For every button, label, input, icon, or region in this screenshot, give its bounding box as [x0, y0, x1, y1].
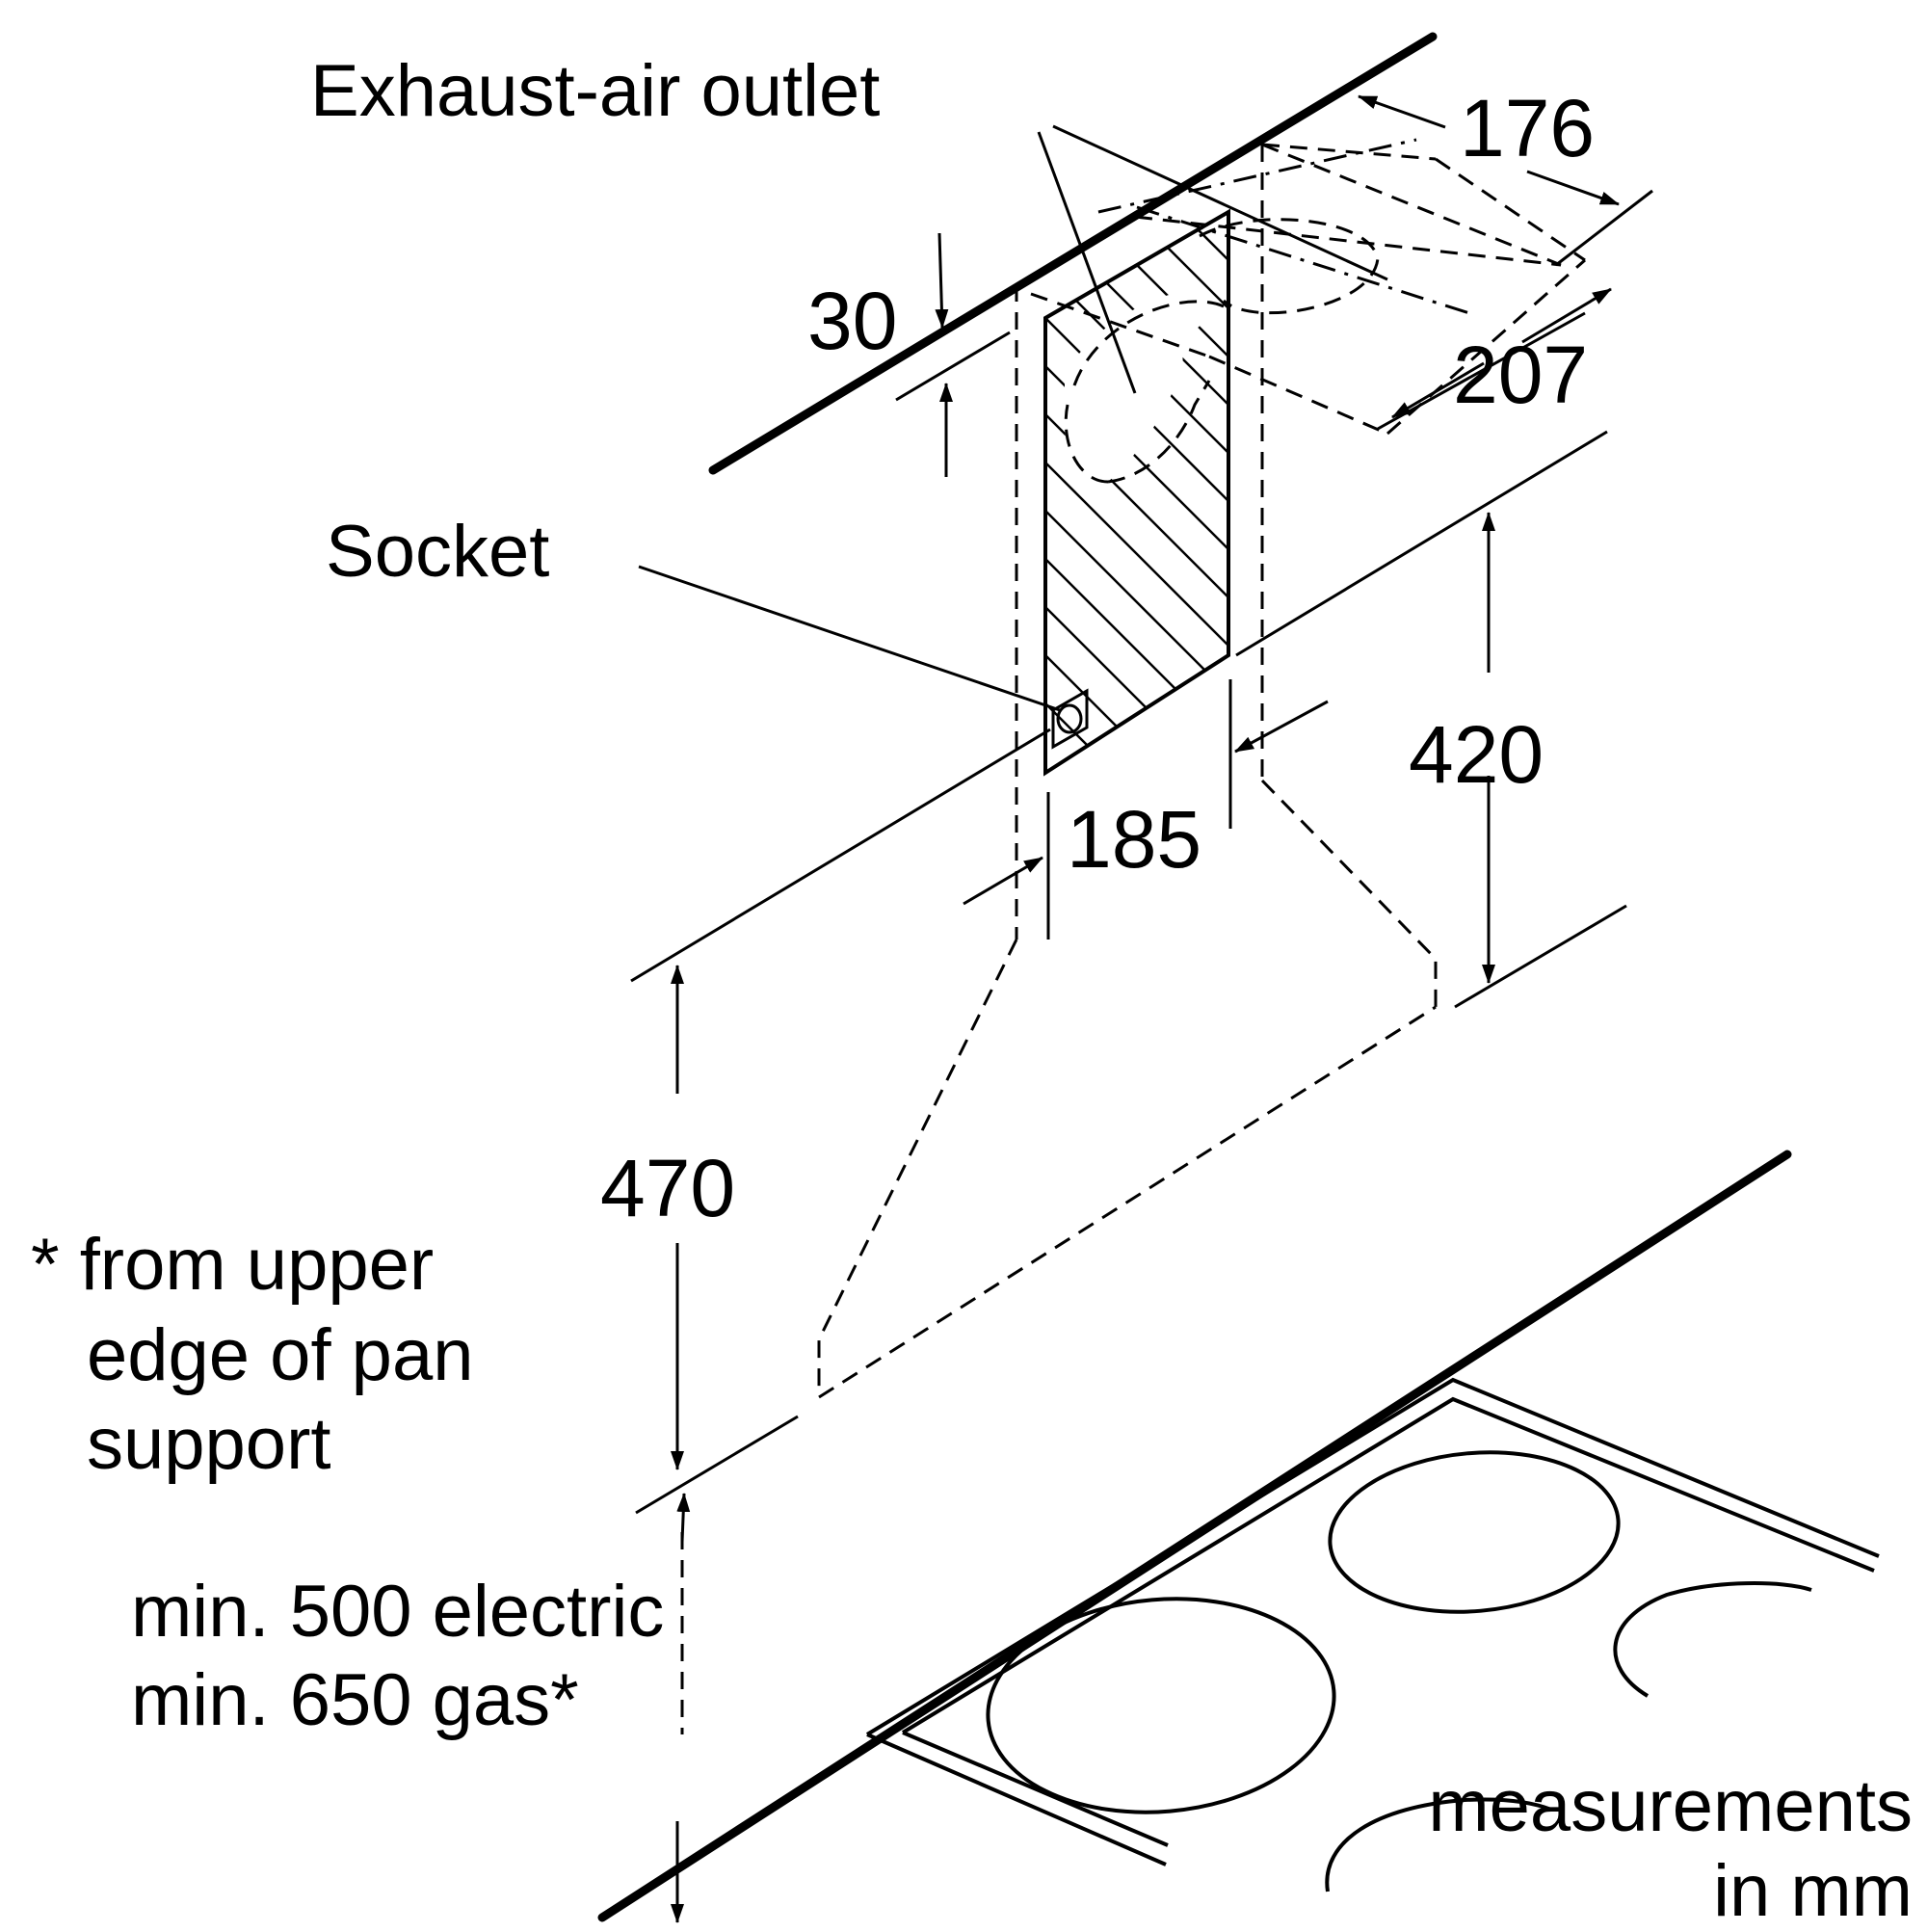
dimension-470-label: 470	[600, 1143, 735, 1233]
dimension-420: 420	[1409, 512, 1544, 984]
min-electric-label: min. 500 electric	[131, 1571, 664, 1653]
footnote-line-1: * from upper	[31, 1224, 434, 1306]
duct-top	[1015, 138, 1586, 940]
dimension-185: 185	[963, 679, 1329, 940]
dimension-30: 30	[807, 232, 1011, 477]
units-label-line-1: measurements	[1428, 1765, 1913, 1847]
socket-label: Socket	[326, 511, 549, 593]
cooktop	[597, 1150, 1880, 1922]
dimension-30-label: 30	[807, 276, 897, 366]
min-gas-label: min. 650 gas*	[131, 1659, 579, 1741]
ceiling-line	[708, 32, 1438, 475]
socket-icon	[1051, 688, 1089, 750]
footnote-line-3: support	[87, 1403, 331, 1485]
burner-back-right	[1613, 1581, 1812, 1698]
dimension-185-label: 185	[1067, 794, 1201, 885]
units-label-line-2: in mm	[1713, 1850, 1913, 1927]
burner-front-left	[986, 1597, 1336, 1814]
exhaust-air-outlet-label: Exhaust-air outlet	[310, 50, 880, 132]
dimension-207-label: 207	[1453, 330, 1588, 420]
exhaust-leader-line	[1037, 131, 1137, 394]
burner-back-left	[1328, 1450, 1621, 1614]
socket-leader-line	[638, 565, 1061, 712]
hood-outline	[817, 779, 1438, 1399]
dimension-min-distance	[671, 1493, 691, 1923]
dimension-420-label: 420	[1409, 709, 1544, 800]
dimension-176: 176	[1358, 83, 1653, 267]
dimension-470: 470	[600, 965, 735, 1470]
footnote-line-2: edge of pan	[87, 1314, 474, 1396]
dimension-176-label: 176	[1460, 83, 1595, 173]
burner-front-right	[1325, 1797, 1552, 1892]
dimension-207: 207	[1377, 287, 1612, 431]
